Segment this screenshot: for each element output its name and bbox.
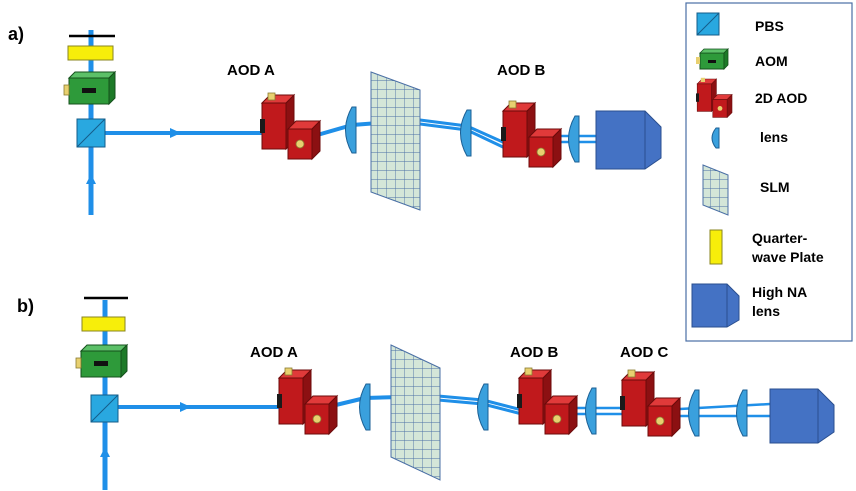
legend-label-pbs: PBS (755, 18, 784, 34)
aod-a-label: AOD A (227, 62, 275, 79)
quarter-wave-plate-icon (709, 229, 723, 265)
legend-item-lens: lens (711, 127, 788, 149)
panel-a: a) AOD A (8, 24, 662, 215)
slm (370, 71, 421, 211)
aom (75, 344, 128, 378)
lens (585, 387, 597, 435)
legend-label-aom: AOM (755, 53, 788, 69)
aod-b-label: AOD B (497, 62, 546, 79)
aom-icon (696, 48, 729, 70)
aod-c (619, 369, 681, 437)
lens (477, 383, 489, 431)
objective-icon (691, 283, 740, 328)
panel-b-label: b) (17, 296, 34, 316)
legend-label-high-na-line2: lens (752, 303, 780, 319)
lens (736, 389, 748, 437)
lens-icon (711, 127, 720, 149)
legend-item-high-na-lens: High NA lens (691, 283, 807, 328)
legend-label-high-na-line1: High NA (752, 284, 807, 300)
legend-label-lens: lens (760, 129, 788, 145)
high-na-objective (769, 388, 835, 444)
legend-item-aom: AOM (696, 48, 788, 70)
lens (460, 109, 472, 157)
legend-item-2d-aod: 2D AOD (696, 77, 807, 119)
slm (390, 344, 441, 481)
legend-label-slm: SLM (760, 179, 790, 195)
aod-c-label: AOD C (620, 344, 669, 361)
aod-b-label: AOD B (510, 344, 559, 361)
lens (359, 383, 371, 431)
lens (688, 389, 700, 437)
aod-b (516, 367, 578, 435)
aom (63, 71, 116, 105)
legend: PBS AOM 2D A (685, 2, 853, 342)
beam-arrow-right (180, 402, 191, 412)
aod-a-label: AOD A (250, 344, 298, 361)
legend-label-quarter-wave-line2: wave Plate (751, 249, 824, 265)
lens (345, 106, 357, 154)
panel-a-label: a) (8, 24, 24, 44)
lens (568, 115, 580, 163)
quarter-wave-plate (67, 45, 114, 61)
legend-label-2d-aod: 2D AOD (755, 90, 807, 106)
high-na-objective (595, 110, 662, 170)
legend-item-quarter-wave-plate: Quarter- wave Plate (709, 229, 824, 265)
aod-a (259, 92, 321, 160)
legend-item-slm: SLM (702, 164, 790, 216)
beam-arrow-up (100, 447, 110, 457)
legend-item-pbs: PBS (696, 12, 784, 36)
aod-icon (696, 77, 733, 119)
aod-a (276, 367, 338, 435)
legend-label-quarter-wave-line1: Quarter- (752, 230, 808, 246)
beam-arrow-right (170, 128, 181, 138)
slm-icon (702, 164, 729, 216)
beam-arrow-up (86, 174, 96, 184)
quarter-wave-plate (81, 316, 126, 332)
aod-b (500, 100, 562, 168)
panel-b: b) AOD A AOD B AOD C (17, 296, 835, 490)
